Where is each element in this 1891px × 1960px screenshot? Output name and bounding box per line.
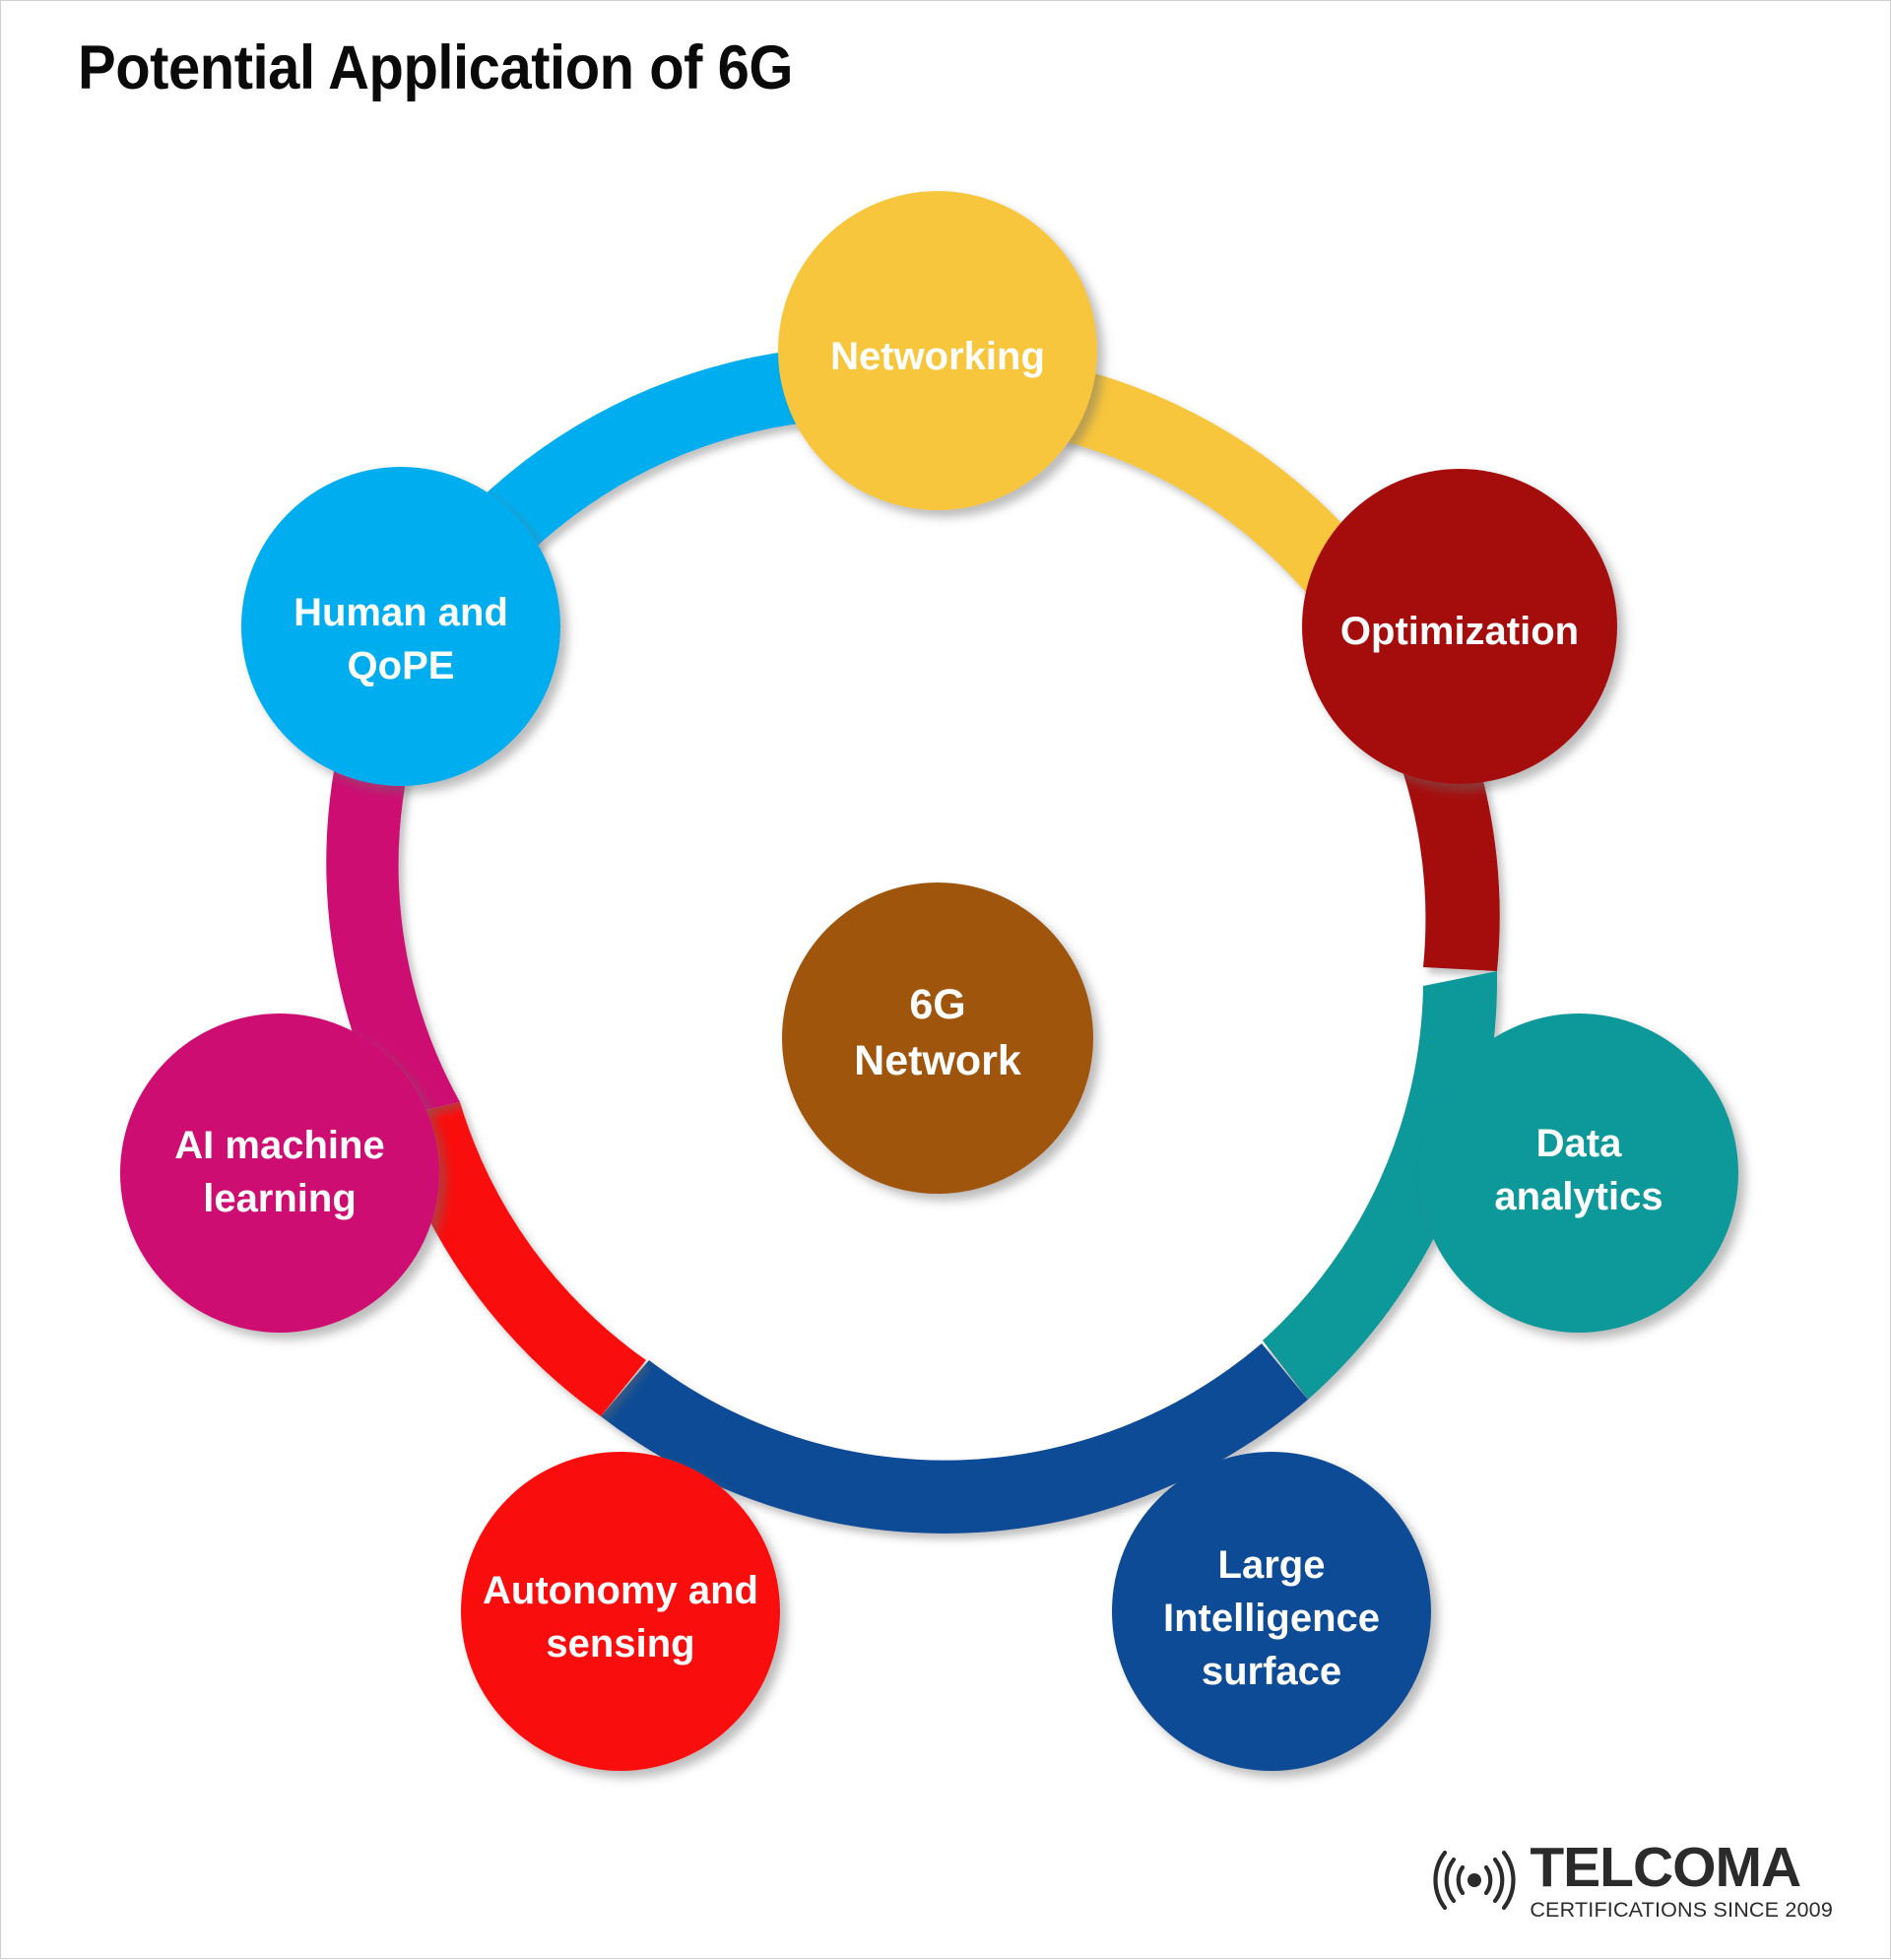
node-label-data-analytics-line1: Data xyxy=(1536,1122,1622,1165)
node-networking[interactable]: Networking xyxy=(778,191,1097,510)
node-circle-networking[interactable] xyxy=(778,191,1097,510)
node-circle-ai-machine-learning[interactable] xyxy=(120,1013,439,1333)
node-data-analytics[interactable]: Data analytics xyxy=(1419,1013,1738,1333)
node-label-data-analytics-line2: analytics xyxy=(1494,1175,1663,1218)
node-large-intelligence-surface[interactable]: Large Intelligence surface xyxy=(1112,1452,1431,1771)
arc-band-large-intelligence-surface xyxy=(601,1343,1308,1534)
brand-text: TELCOMA CERTIFICATIONS SINCE 2009 xyxy=(1530,1835,1833,1922)
brand-tagline: CERTIFICATIONS SINCE 2009 xyxy=(1530,1897,1833,1922)
node-label-autonomy-and-sensing-line2: sensing xyxy=(546,1622,694,1666)
center-label-line1: 6G xyxy=(909,981,965,1028)
radio-wave-dot xyxy=(1467,1872,1482,1887)
node-label-large-intelligence-surface-line1: Large xyxy=(1218,1543,1326,1587)
node-ai-machine-learning[interactable]: AI machine learning xyxy=(120,1013,439,1333)
node-autonomy-and-sensing[interactable]: Autonomy and sensing xyxy=(461,1452,780,1771)
node-label-autonomy-and-sensing-line1: Autonomy and xyxy=(483,1569,758,1612)
node-circle-data-analytics[interactable] xyxy=(1419,1013,1738,1333)
node-circle-optimization[interactable] xyxy=(1302,469,1617,784)
node-label-human-and-qope-line1: Human and xyxy=(293,591,508,634)
node-label-large-intelligence-surface-line2: Intelligence xyxy=(1163,1597,1380,1640)
node-circle-large-intelligence-surface[interactable] xyxy=(1112,1452,1431,1771)
brand-logo: TELCOMA CERTIFICATIONS SINCE 2009 xyxy=(1429,1835,1833,1922)
page-title: Potential Application of 6G xyxy=(78,33,794,102)
center-label-line2: Network xyxy=(854,1037,1021,1084)
node-label-optimization: Optimization xyxy=(1340,610,1579,653)
node-circle-human-and-qope[interactable] xyxy=(241,467,560,786)
node-label-networking: Networking xyxy=(830,335,1045,378)
node-center-6g-network[interactable]: 6G Network xyxy=(782,882,1093,1194)
node-label-large-intelligence-surface-line3: surface xyxy=(1202,1650,1341,1693)
arc-band-autonomy-and-sensing xyxy=(388,1102,646,1416)
brand-name: TELCOMA xyxy=(1530,1835,1801,1899)
node-circle-autonomy-and-sensing[interactable] xyxy=(461,1452,780,1771)
radio-wave-icon xyxy=(1433,1850,1516,1910)
node-human-and-qope[interactable]: Human and QoPE xyxy=(241,467,560,786)
node-label-ai-machine-learning-line1: AI machine xyxy=(174,1124,384,1167)
node-optimization[interactable]: Optimization xyxy=(1302,469,1617,784)
node-label-ai-machine-learning-line2: learning xyxy=(203,1177,357,1220)
node-label-human-and-qope-line2: QoPE xyxy=(348,644,455,687)
node-circle-center[interactable] xyxy=(782,882,1093,1194)
arc-band-data-analytics xyxy=(1263,971,1498,1400)
